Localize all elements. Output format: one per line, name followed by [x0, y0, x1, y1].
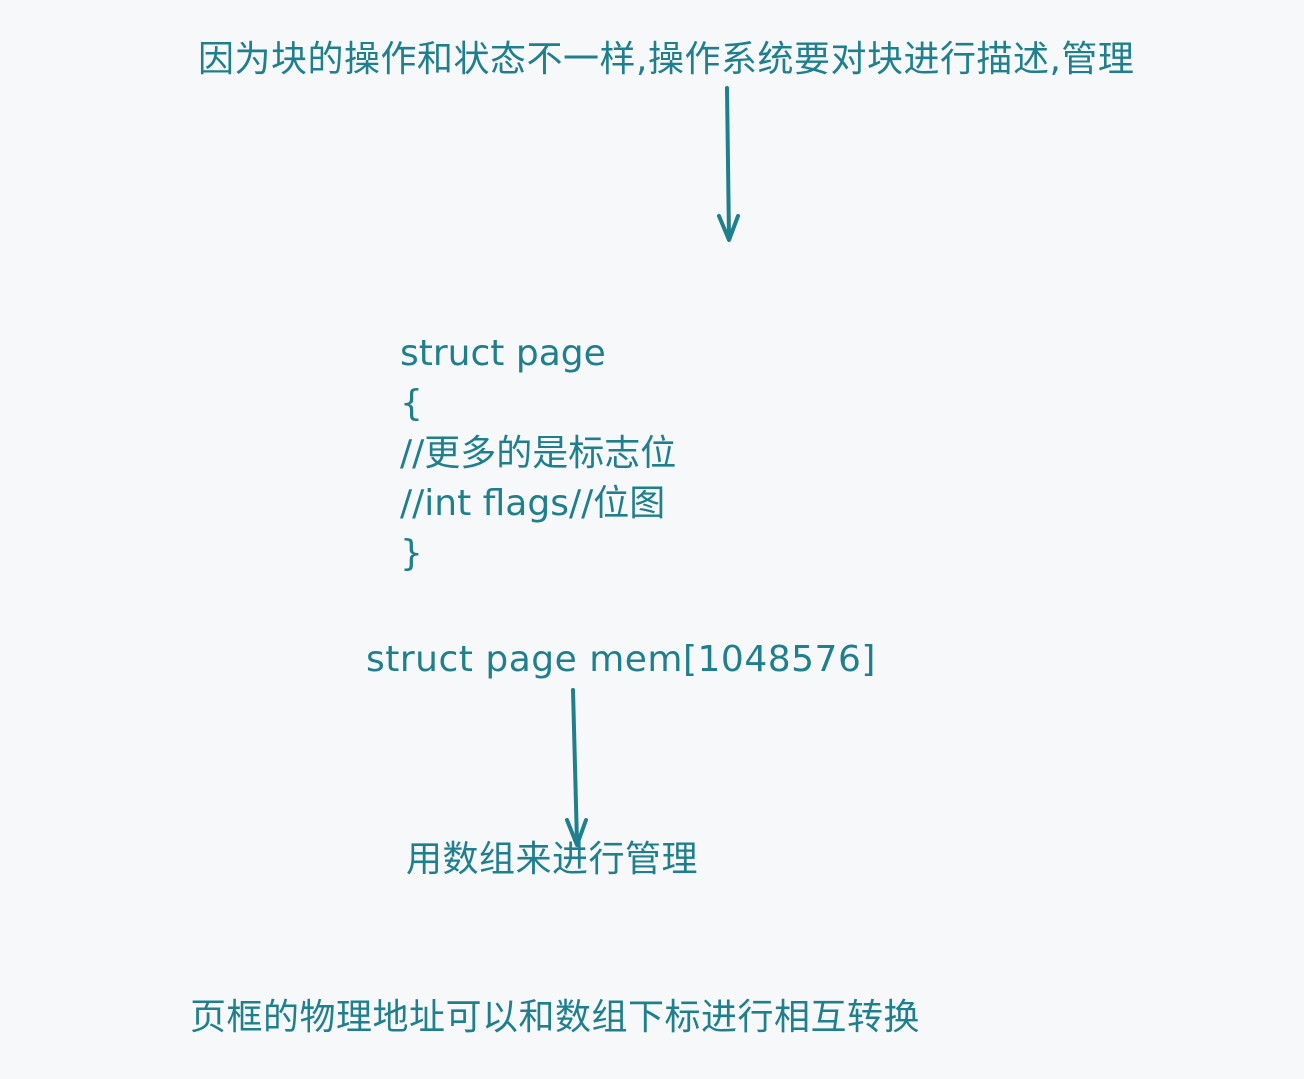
code-line: //int flags//位图: [400, 483, 666, 524]
struct-definition: struct page { //更多的是标志位 //int flags//位图 …: [400, 329, 676, 579]
array-note: 用数组来进行管理: [406, 839, 699, 880]
code-line: }: [400, 533, 423, 574]
code-line: {: [400, 383, 423, 424]
bottom-note: 页框的物理地址可以和数组下标进行相互转换: [190, 997, 921, 1038]
code-line: struct page: [400, 333, 606, 374]
code-line: //更多的是标志位: [400, 433, 677, 474]
top-note: 因为块的操作和状态不一样,操作系统要对块进行描述,管理: [198, 39, 1135, 80]
down-arrow-1: [717, 86, 740, 242]
down-arrow-2: [565, 688, 588, 847]
array-declaration: struct page mem[1048576]: [366, 639, 876, 680]
